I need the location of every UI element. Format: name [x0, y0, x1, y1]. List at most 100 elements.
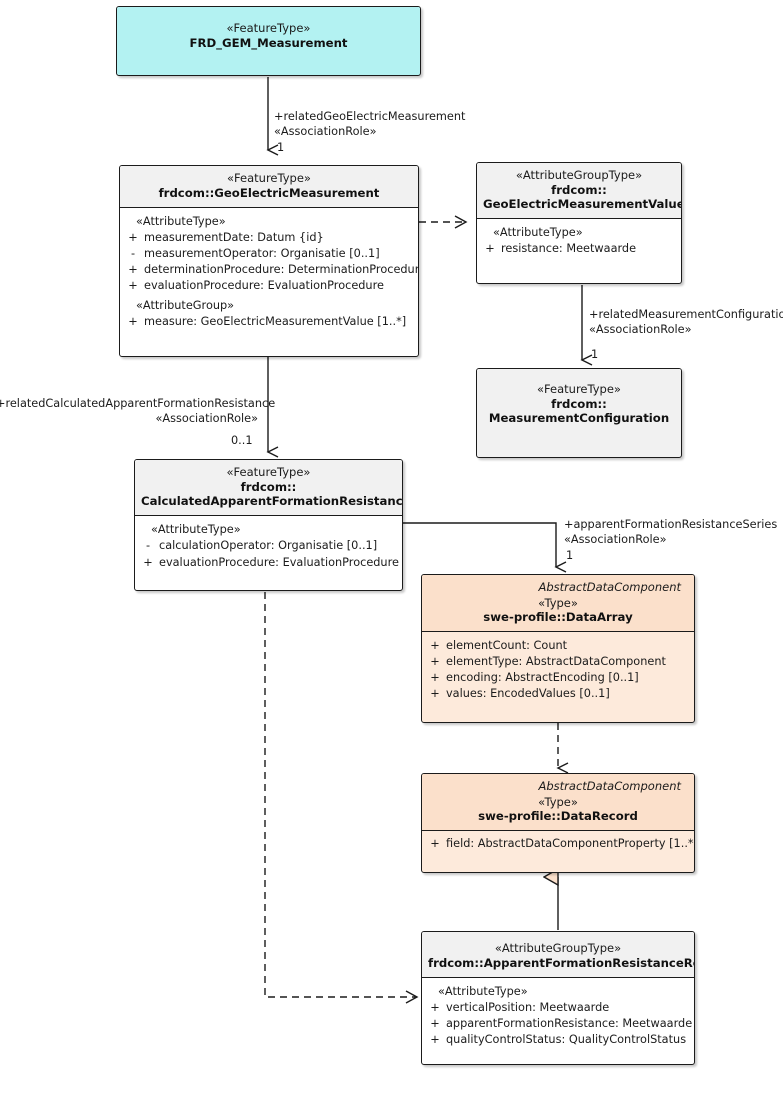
visibility: +	[485, 242, 495, 256]
role-stereotype: «AssociationRole»	[274, 124, 377, 138]
edge-apparent-formation-resistance-series	[403, 522, 567, 573]
role-label: +apparentFormationResistanceSeries	[564, 518, 778, 531]
class-name: frdcom::ApparentFormationResistanceRecor…	[428, 955, 694, 970]
class-header: «FeatureType» frdcom:: CalculatedApparen…	[135, 460, 402, 515]
class-name-line2: GeoElectricMeasurementValue	[483, 197, 682, 212]
class-stereotype: «FeatureType»	[227, 171, 311, 185]
multiplicity-related-calculated-apparent-formation-resistance: 0..1	[231, 434, 253, 447]
attribute-group-label: «AttributeType»	[493, 225, 583, 239]
class-header: AbstractDataComponent «Type» swe-profile…	[422, 575, 694, 632]
visibility: +	[430, 836, 440, 850]
attribute-group-label: «AttributeType»	[438, 984, 528, 998]
multiplicity-related-measurement-configuration: 1	[591, 348, 599, 361]
class-name-line2: CalculatedApparentFormationResistance	[141, 494, 403, 509]
visibility: +	[430, 686, 440, 700]
attribute-row: + apparentFormationResistance: Meetwaard…	[424, 1016, 692, 1032]
multiplicity-related-geoelectric-measurement: 1	[277, 141, 285, 154]
class-attributes: + elementCount: Count + elementType: Abs…	[422, 631, 694, 708]
attribute-signature: values: EncodedValues [0..1]	[446, 686, 610, 700]
class-geoelectric-measurement[interactable]: «FeatureType» frdcom::GeoElectricMeasure…	[119, 165, 419, 357]
attribute-signature: evaluationProcedure: EvaluationProcedure	[159, 555, 399, 569]
class-name: FRD_GEM_Measurement	[189, 35, 348, 50]
attribute-row: + verticalPosition: Meetwaarde	[424, 1000, 692, 1016]
multiplicity-apparent-formation-resistance-series: 1	[566, 549, 574, 562]
visibility: +	[128, 279, 138, 293]
class-stereotype: «FeatureType»	[537, 382, 621, 396]
class-attributes: «AttributeType» + verticalPosition: Meet…	[422, 976, 694, 1054]
role-stereotype: «AssociationRole»	[564, 532, 667, 546]
attribute-signature: measurementOperator: Organisatie [0..1]	[144, 247, 380, 261]
class-name-line1: frdcom::	[240, 479, 297, 494]
attribute-signature: calculationOperator: Organisatie [0..1]	[159, 539, 378, 553]
class-header: «FeatureType» FRD_GEM_Measurement	[117, 7, 420, 57]
attribute-signature: field: AbstractDataComponentProperty [1.…	[446, 836, 695, 850]
attribute-row: + measure: GeoElectricMeasurementValue […	[122, 314, 416, 330]
class-frd-gem-measurement[interactable]: «FeatureType» FRD_GEM_Measurement	[116, 6, 421, 76]
class-stereotype: «Type»	[538, 794, 578, 809]
class-name-line1: frdcom::	[551, 182, 607, 197]
attribute-row: + elementType: AbstractDataComponent	[424, 653, 692, 669]
attribute-row: + elementCount: Count	[424, 637, 692, 653]
class-data-record[interactable]: AbstractDataComponent «Type» swe-profile…	[421, 773, 695, 873]
edge-label-related-geoelectric-measurement: +relatedGeoElectricMeasurement «Associat…	[274, 110, 465, 140]
attribute-row: + encoding: AbstractEncoding [0..1]	[424, 669, 692, 685]
abstract-classifier-tag: AbstractDataComponent	[538, 779, 682, 793]
class-attributes: «AttributeType» + measurementDate: Datum…	[120, 206, 419, 336]
class-attributes: «AttributeType» - calculationOperator: O…	[135, 514, 402, 576]
edge-label-related-measurement-configuration: +relatedMeasurementConfiguration «Associ…	[589, 308, 783, 338]
class-attributes: «AttributeType» + resistance: Meetwaarde	[477, 217, 681, 263]
attribute-row: + measurementDate: Datum {id}	[122, 230, 416, 246]
attribute-row: - calculationOperator: Organisatie [0..1…	[137, 538, 400, 554]
attribute-row: + evaluationProcedure: EvaluationProcedu…	[122, 278, 416, 294]
role-stereotype: «AssociationRole»	[589, 322, 692, 336]
class-header: «FeatureType» frdcom::GeoElectricMeasure…	[120, 166, 418, 207]
attribute-row: + qualityControlStatus: QualityControlSt…	[424, 1032, 692, 1048]
visibility: +	[128, 231, 138, 245]
attribute-signature: elementCount: Count	[446, 638, 568, 652]
attribute-row: + values: EncodedValues [0..1]	[424, 685, 692, 701]
visibility: +	[430, 1017, 440, 1031]
visibility: +	[128, 263, 138, 277]
attribute-signature: measure: GeoElectricMeasurementValue [1.…	[144, 315, 407, 329]
role-label: +relatedMeasurementConfiguration	[589, 308, 783, 321]
visibility: +	[430, 654, 440, 668]
class-stereotype: «FeatureType»	[226, 465, 311, 479]
attribute-group-label: «AttributeType»	[136, 214, 226, 228]
visibility: +	[143, 555, 153, 569]
class-apparent-formation-resistance-record[interactable]: «AttributeGroupType» frdcom::ApparentFor…	[421, 931, 695, 1065]
class-name: swe-profile::DataRecord	[478, 809, 638, 824]
attribute-signature: apparentFormationResistance: Meetwaarde	[446, 1017, 693, 1031]
abstract-classifier-tag: AbstractDataComponent	[538, 580, 682, 594]
edge-label-apparent-formation-resistance-series: +apparentFormationResistanceSeries «Asso…	[564, 518, 777, 548]
visibility: +	[430, 638, 440, 652]
attribute-signature: measurementDate: Datum {id}	[144, 231, 324, 245]
attribute-group-label: «AttributeType»	[151, 522, 241, 536]
class-stereotype: «AttributeGroupType»	[515, 168, 643, 182]
visibility: +	[128, 315, 138, 329]
attribute-signature: verticalPosition: Meetwaarde	[446, 1001, 610, 1015]
class-name: frdcom::GeoElectricMeasurement	[158, 185, 380, 200]
visibility: +	[430, 670, 440, 684]
class-attributes: + field: AbstractDataComponentProperty […	[422, 830, 695, 858]
attribute-signature: determinationProcedure: DeterminationPro…	[144, 263, 419, 277]
class-measurement-configuration[interactable]: «FeatureType» frdcom:: MeasurementConfig…	[476, 368, 682, 458]
class-name-line1: frdcom::	[551, 396, 607, 411]
class-name: swe-profile::DataArray	[483, 610, 633, 625]
class-name-line2: MeasurementConfiguration	[488, 411, 670, 426]
visibility: +	[430, 1033, 440, 1047]
attribute-signature: elementType: AbstractDataComponent	[446, 654, 666, 668]
class-stereotype: «Type»	[538, 595, 578, 610]
edge-label-related-calculated-apparent-formation-resistance: +relatedCalculatedApparentFormationResis…	[0, 397, 275, 427]
class-geoelectric-measurement-value[interactable]: «AttributeGroupType» frdcom:: GeoElectri…	[476, 162, 682, 284]
class-calculated-apparent-formation-resistance[interactable]: «FeatureType» frdcom:: CalculatedApparen…	[134, 459, 403, 591]
class-data-array[interactable]: AbstractDataComponent «Type» swe-profile…	[421, 574, 695, 723]
visibility: +	[430, 1001, 440, 1015]
attribute-row: + evaluationProcedure: EvaluationProcedu…	[137, 554, 400, 570]
role-stereotype: «AssociationRole»	[155, 411, 259, 425]
attribute-signature: qualityControlStatus: QualityControlStat…	[446, 1033, 687, 1047]
attribute-signature: resistance: Meetwaarde	[501, 242, 637, 256]
role-label: +relatedGeoElectricMeasurement	[274, 110, 466, 123]
class-stereotype: «FeatureType»	[226, 21, 311, 35]
edge-calc-to-record-dependency	[264, 592, 419, 1004]
